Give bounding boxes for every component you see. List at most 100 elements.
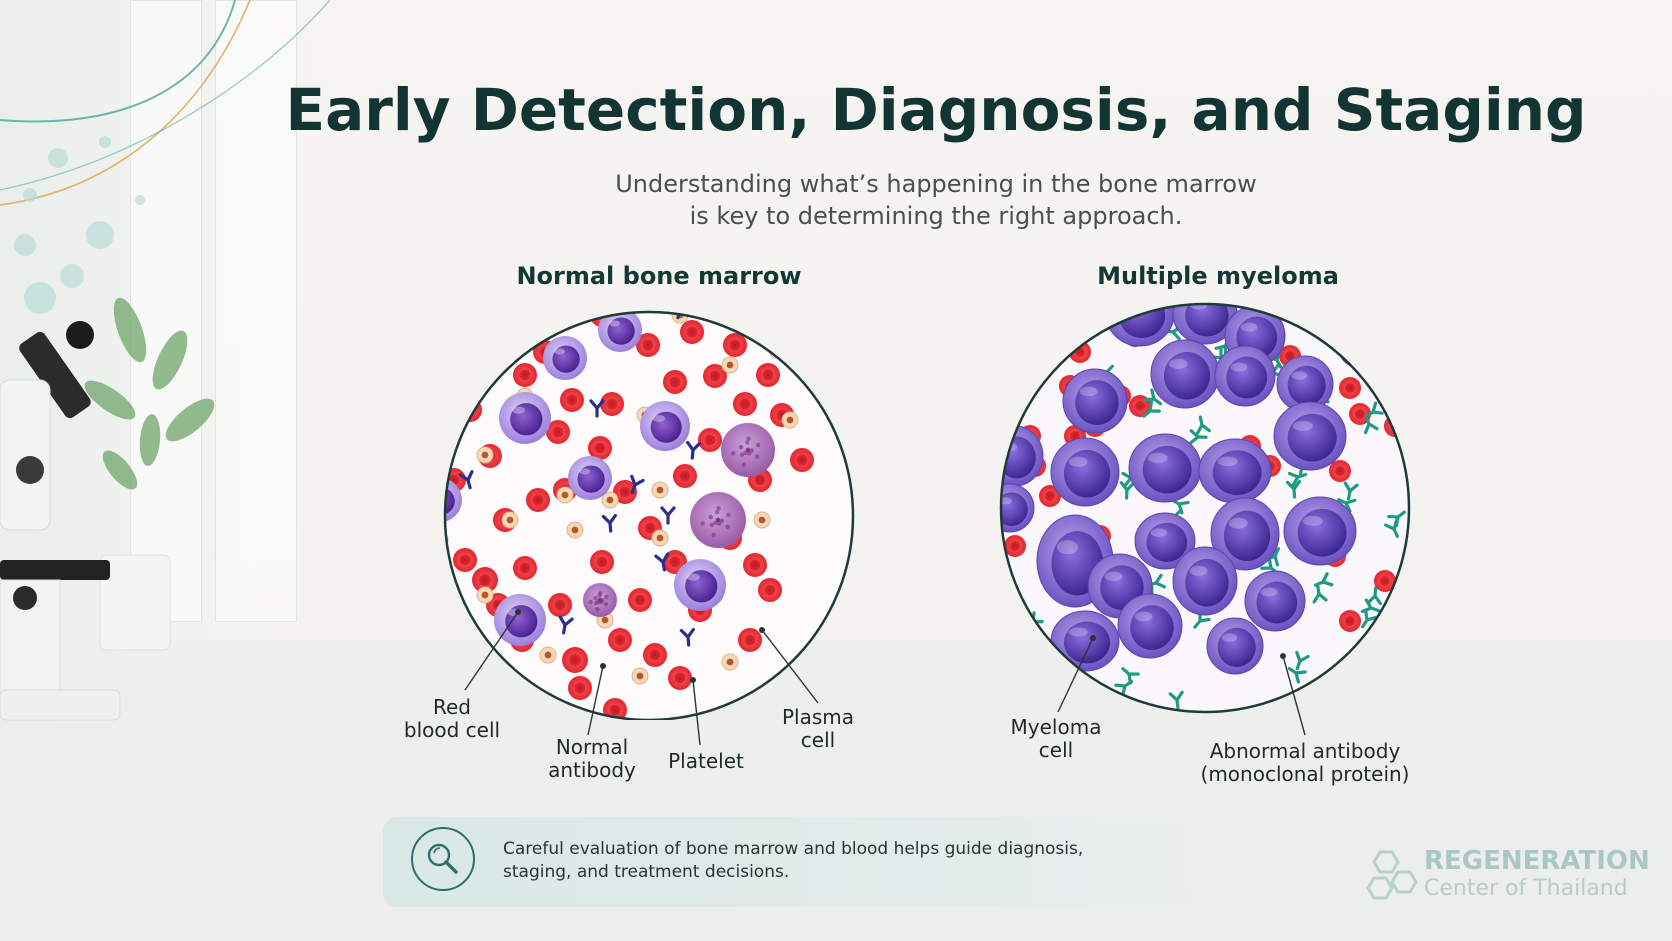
red-blood-cell xyxy=(1329,460,1351,482)
myeloma-cell xyxy=(1198,438,1272,504)
label-red-blood-cell: Red blood cell xyxy=(392,696,512,742)
normal-antibody xyxy=(660,506,676,525)
myeloma-cell xyxy=(1210,497,1280,571)
label-normal-antibody: Normal antibody xyxy=(532,736,652,782)
red-blood-cell xyxy=(608,628,632,652)
granular-cell xyxy=(583,583,617,617)
logo-name: REGENERATION xyxy=(1424,846,1650,876)
logo-hexagon-icon xyxy=(1366,850,1418,900)
plasma-cell xyxy=(543,336,587,380)
red-blood-cell xyxy=(562,647,588,673)
plasma-cell xyxy=(640,401,690,451)
platelet xyxy=(721,653,739,671)
red-blood-cell xyxy=(526,488,550,512)
abnormal-antibody xyxy=(1337,498,1357,513)
myeloma-cell xyxy=(1050,437,1120,507)
myeloma-cell xyxy=(1283,496,1357,566)
red-blood-cell xyxy=(1004,535,1026,557)
normal-antibody xyxy=(601,513,617,533)
platelet xyxy=(651,529,669,547)
myeloma-cell xyxy=(1150,339,1220,409)
myeloma-cell xyxy=(1172,546,1238,616)
page-title: Early Detection, Diagnosis, and Staging xyxy=(285,76,1587,144)
label-plasma-cell: Plasma cell xyxy=(758,706,878,752)
red-blood-cell xyxy=(790,448,814,472)
label-line: Plasma xyxy=(781,705,855,729)
platelet xyxy=(631,667,649,685)
plasma-cell xyxy=(598,312,642,352)
red-blood-cell xyxy=(513,556,537,580)
platelet xyxy=(476,446,494,464)
red-blood-cell xyxy=(703,364,727,388)
red-blood-cell xyxy=(680,320,704,344)
plasma-cell xyxy=(499,392,551,444)
red-blood-cell xyxy=(643,643,667,667)
caption-text: Careful evaluation of bone marrow and bl… xyxy=(503,838,1123,884)
red-blood-cell xyxy=(743,553,767,577)
platelet xyxy=(601,491,619,509)
platelet xyxy=(556,486,574,504)
red-blood-cell xyxy=(560,388,584,412)
platelet xyxy=(476,586,494,604)
label-line: cell xyxy=(1038,738,1074,762)
red-blood-cell xyxy=(628,588,652,612)
regeneration-logo: REGENERATION Center of Thailand xyxy=(1362,846,1650,906)
normal-antibody xyxy=(589,399,605,418)
normal-antibody xyxy=(458,470,474,490)
myeloma-cell xyxy=(1128,433,1202,503)
platelet xyxy=(566,521,584,539)
red-blood-cell xyxy=(1349,403,1371,425)
platelet xyxy=(445,531,449,549)
label-line: Normal xyxy=(555,735,629,759)
red-blood-cell xyxy=(600,392,624,416)
myeloma-cell xyxy=(1244,570,1306,632)
red-blood-cell xyxy=(663,370,687,394)
logo-subtitle: Center of Thailand xyxy=(1424,876,1628,901)
myeloma-cell xyxy=(1273,401,1347,471)
abnormal-antibody xyxy=(1361,609,1378,629)
red-blood-cell xyxy=(613,480,637,504)
abnormal-antibody xyxy=(1168,690,1184,710)
platelet xyxy=(651,481,669,499)
label-line: antibody xyxy=(548,758,636,782)
red-blood-cell xyxy=(453,548,477,572)
platelet xyxy=(539,646,557,664)
label-line: cell xyxy=(800,728,836,752)
label-line: Myeloma xyxy=(1010,715,1102,739)
abnormal-antibody xyxy=(1195,415,1211,435)
red-blood-cell xyxy=(1039,485,1061,507)
myeloma-cell xyxy=(1062,368,1128,434)
granular-cell xyxy=(721,423,775,477)
abnormal-antibody xyxy=(1114,679,1134,697)
normal-antibody xyxy=(679,627,695,647)
plant-icon xyxy=(84,297,215,490)
platelet xyxy=(753,511,771,529)
normal-marrow-heading: Normal bone marrow xyxy=(516,262,802,290)
red-blood-cell xyxy=(1374,570,1396,592)
abnormal-antibody xyxy=(1143,388,1163,406)
red-blood-cell xyxy=(568,676,592,700)
myeloma-cell xyxy=(1276,355,1334,413)
red-blood-cell xyxy=(673,464,697,488)
plasma-cell xyxy=(674,559,726,611)
label-myeloma-cell: Myeloma cell xyxy=(996,716,1116,762)
abnormal-antibody xyxy=(1295,650,1310,671)
red-blood-cell xyxy=(733,392,757,416)
abnormal-antibody xyxy=(1287,471,1308,487)
label-line: Platelet xyxy=(668,749,744,773)
normal-marrow-illustration xyxy=(443,310,855,720)
red-blood-cell xyxy=(590,550,614,574)
abnormal-antibody xyxy=(1384,518,1399,538)
abnormal-antibody xyxy=(1142,400,1161,418)
normal-antibody xyxy=(654,552,670,572)
red-blood-cell xyxy=(588,436,612,460)
caption-line-1: Careful evaluation of bone marrow and bl… xyxy=(503,839,1084,859)
red-blood-cell xyxy=(472,567,498,593)
red-blood-cell xyxy=(668,666,692,690)
abnormal-antibody xyxy=(1312,584,1328,604)
abnormal-antibody xyxy=(1119,481,1135,500)
platelet xyxy=(721,356,739,374)
label-platelet: Platelet xyxy=(646,750,766,773)
red-blood-cell xyxy=(1339,377,1361,399)
